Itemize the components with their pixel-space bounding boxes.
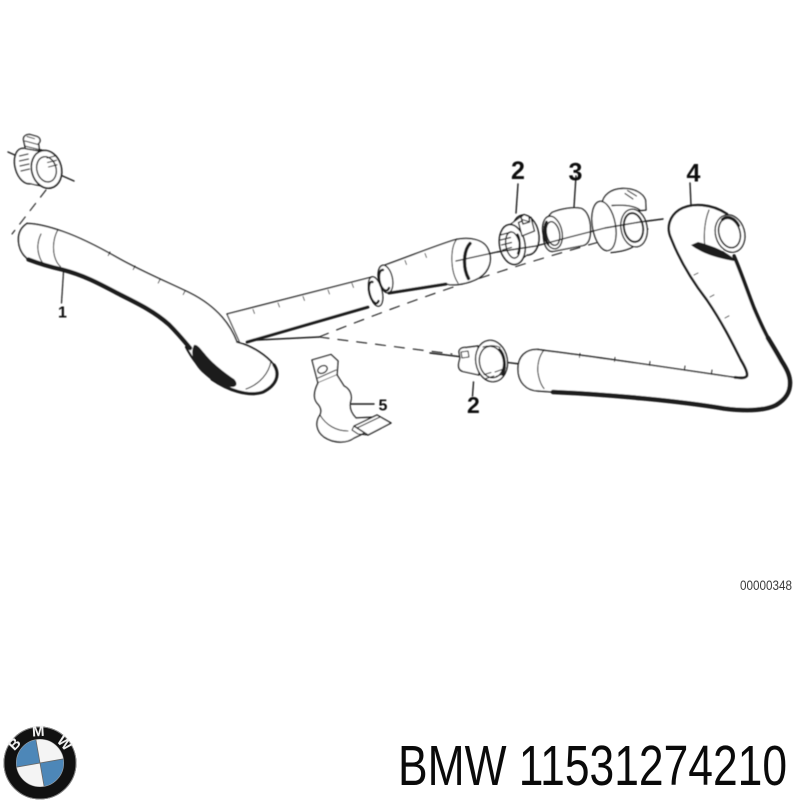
svg-text:M: M [32, 723, 45, 741]
svg-text:2: 2 [511, 157, 525, 185]
svg-text:4: 4 [687, 160, 701, 188]
svg-text:1: 1 [58, 305, 67, 322]
svg-text:2: 2 [467, 392, 480, 418]
svg-text:3: 3 [569, 159, 583, 187]
svg-text:BMW 11531274210: BMW 11531274210 [398, 734, 787, 797]
svg-text:00000348: 00000348 [740, 578, 792, 593]
svg-text:5: 5 [379, 398, 388, 415]
